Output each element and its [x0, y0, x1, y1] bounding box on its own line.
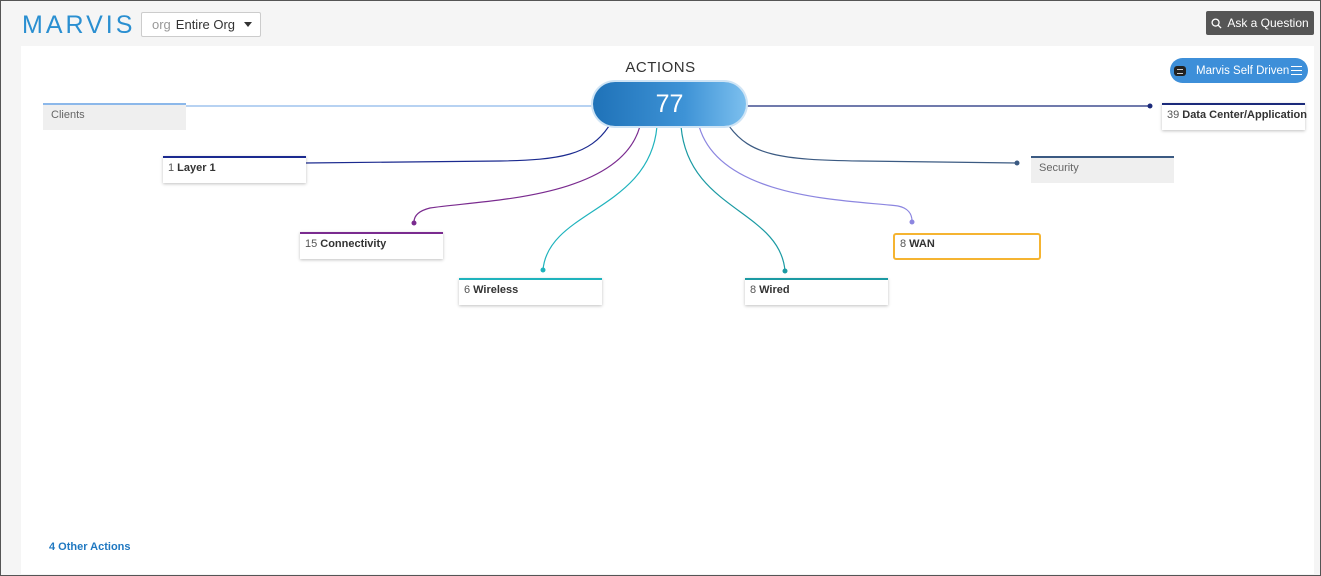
category-wired-label: Wired: [759, 284, 790, 296]
hamburger-icon[interactable]: [1291, 66, 1302, 75]
link-connectivity: [413, 125, 641, 223]
link-connectivity-dot: [411, 220, 417, 226]
category-wireless-count: 6: [464, 284, 471, 296]
link-wireless: [542, 125, 658, 271]
ask-question-label: Ask a Question: [1227, 16, 1309, 30]
actions-title: ACTIONS: [625, 59, 696, 76]
category-layer1-label: Layer 1: [177, 162, 216, 174]
other-actions-link[interactable]: 4 Other Actions: [49, 541, 131, 553]
total-actions-pill[interactable]: 77: [593, 82, 746, 126]
ask-question-button[interactable]: Ask a Question: [1206, 11, 1314, 35]
link-wired: [680, 125, 786, 272]
org-prefix: org: [152, 17, 171, 32]
category-clients[interactable]: Clients: [43, 103, 186, 130]
actions-panel: [21, 46, 1314, 574]
link-layer1: [304, 125, 610, 164]
category-layer1-count: 1: [168, 162, 175, 174]
link-security-dot: [1014, 160, 1020, 166]
link-wired-dot: [782, 268, 788, 274]
marvis-logo: MARVIS: [22, 11, 136, 39]
self-driven-button[interactable]: Marvis Self Driven: [1170, 58, 1308, 83]
category-connectivity-label: Connectivity: [320, 238, 387, 250]
category-wireless-label: Wireless: [473, 284, 519, 296]
link-wireless-dot: [540, 267, 546, 273]
link-wan-dot: [909, 219, 915, 225]
category-data-center-count: 39: [1167, 109, 1180, 121]
link-wan: [698, 125, 913, 222]
search-icon: [1211, 17, 1222, 29]
caret-down-icon: [244, 22, 252, 27]
self-driven-label: Marvis Self Driven: [1196, 64, 1290, 77]
category-clients-label: Clients: [51, 109, 85, 121]
link-security: [728, 125, 1018, 164]
category-wan-count: 8: [900, 238, 907, 250]
category-security[interactable]: Security: [1031, 156, 1174, 183]
org-value: Entire Org: [175, 17, 236, 32]
category-security-label: Security: [1039, 162, 1079, 174]
org-selector[interactable]: org Entire Org: [141, 12, 261, 37]
category-data-center-label: Data Center/Application: [1182, 109, 1307, 121]
category-wired-count: 8: [750, 284, 757, 296]
self-driven-icon: [1174, 65, 1186, 76]
link-data-center-dot: [1147, 103, 1153, 109]
category-wan-label: WAN: [909, 238, 935, 250]
category-connectivity-count: 15: [305, 238, 318, 250]
